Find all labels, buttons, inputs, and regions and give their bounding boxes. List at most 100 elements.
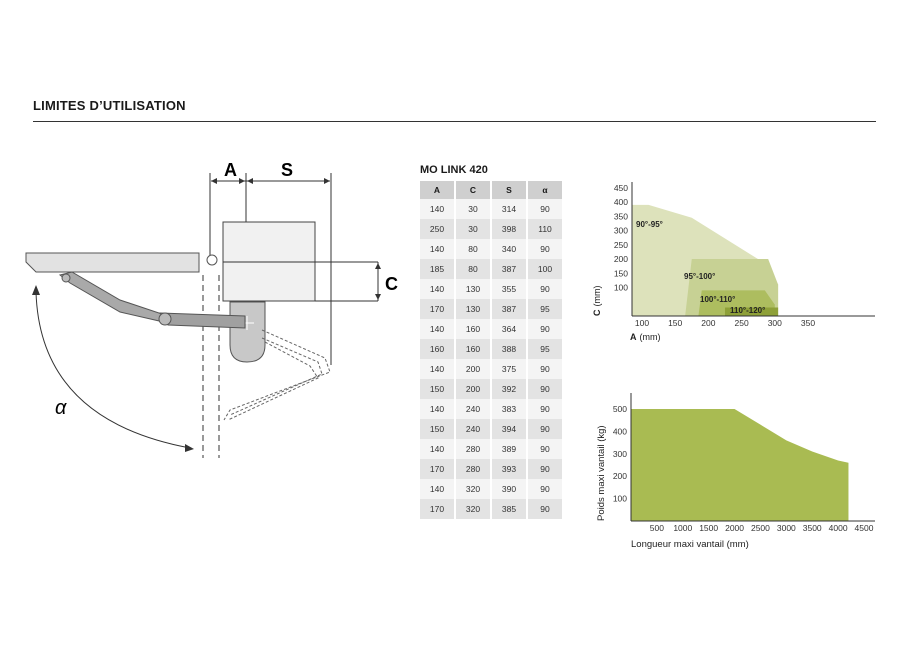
column-header-s: S <box>492 181 526 199</box>
table-header-row: A C S α <box>420 181 562 199</box>
x-tick-label: 4000 <box>829 523 848 533</box>
alpha-label: α <box>55 397 67 419</box>
installation-diagram: A S C α <box>25 160 398 458</box>
table-cell-a: 170 <box>420 459 454 479</box>
x-tick-label: 2000 <box>725 523 744 533</box>
x-tick-label: 4500 <box>855 523 874 533</box>
table-cell-c: 130 <box>456 299 490 319</box>
table-cell-s: 393 <box>492 459 526 479</box>
table-cell-a: 185 <box>420 259 454 279</box>
table-cell-s: 355 <box>492 279 526 299</box>
y-tick-label: 400 <box>613 426 627 436</box>
table-cell-alpha: 95 <box>528 299 562 319</box>
table-cell-s: 375 <box>492 359 526 379</box>
x-tick-label: 500 <box>650 523 664 533</box>
x-tick-label: 1000 <box>673 523 692 533</box>
table-cell-c: 30 <box>456 219 490 239</box>
table-cell-a: 150 <box>420 419 454 439</box>
table-cell-a: 140 <box>420 439 454 459</box>
zone-label-0: 90°-95° <box>636 220 663 229</box>
table-cell-a: 150 <box>420 379 454 399</box>
table-cell-s: 392 <box>492 379 526 399</box>
y-tick-label: 350 <box>614 211 628 221</box>
table-cell-alpha: 90 <box>528 319 562 339</box>
table-cell-a: 140 <box>420 279 454 299</box>
y-tick-label: 100 <box>614 283 628 293</box>
table-cell-a: 140 <box>420 479 454 499</box>
table-cell-a: 140 <box>420 399 454 419</box>
table-cell-a: 140 <box>420 199 454 219</box>
x-tick-label: 300 <box>768 318 782 328</box>
x-axis-label: Longueur maxi vantail (mm) <box>631 539 749 550</box>
x-axis-label: A(mm) <box>630 332 661 342</box>
table-cell-s: 387 <box>492 259 526 279</box>
table-cell-a: 170 <box>420 299 454 319</box>
table-cell-c: 200 <box>456 359 490 379</box>
table-cell-alpha: 90 <box>528 279 562 299</box>
table-cell-alpha: 95 <box>528 339 562 359</box>
table-cell-s: 314 <box>492 199 526 219</box>
table-cell-alpha: 100 <box>528 259 562 279</box>
table-cell-c: 280 <box>456 459 490 479</box>
zone-label-2: 100°-110° <box>700 295 735 304</box>
y-axis-label: C(mm) <box>592 286 602 317</box>
table-cell-c: 130 <box>456 279 490 299</box>
weight-area <box>631 409 849 521</box>
table-cell-c: 30 <box>456 199 490 219</box>
table-cell-s: 388 <box>492 339 526 359</box>
table-cell-s: 383 <box>492 399 526 419</box>
table-cell-s: 389 <box>492 439 526 459</box>
x-tick-label: 3500 <box>803 523 822 533</box>
table-cell-alpha: 90 <box>528 479 562 499</box>
table-cell-s: 387 <box>492 299 526 319</box>
x-tick-label: 250 <box>734 318 748 328</box>
table-cell-c: 280 <box>456 439 490 459</box>
table-cell-alpha: 90 <box>528 199 562 219</box>
y-tick-label: 400 <box>614 197 628 207</box>
table-cell-alpha: 90 <box>528 419 562 439</box>
table-cell-c: 80 <box>456 239 490 259</box>
table-cell-alpha: 90 <box>528 399 562 419</box>
table-cell-a: 140 <box>420 239 454 259</box>
y-tick-label: 200 <box>614 254 628 264</box>
table-cell-alpha: 90 <box>528 439 562 459</box>
y-tick-label: 250 <box>614 240 628 250</box>
table-cell-a: 140 <box>420 319 454 339</box>
table-cell-alpha: 90 <box>528 359 562 379</box>
dimension-s-label: S <box>281 160 293 180</box>
table-cell-c: 240 <box>456 399 490 419</box>
table-cell-c: 320 <box>456 479 490 499</box>
table-cell-alpha: 90 <box>528 499 562 519</box>
y-tick-label: 450 <box>614 183 628 193</box>
table-cell-alpha: 90 <box>528 459 562 479</box>
table-cell-s: 340 <box>492 239 526 259</box>
table-cell-s: 394 <box>492 419 526 439</box>
y-tick-label: 500 <box>613 404 627 414</box>
table-cell-s: 390 <box>492 479 526 499</box>
x-tick-label: 100 <box>635 318 649 328</box>
dimension-c-label: C <box>385 274 398 294</box>
x-tick-label: 2500 <box>751 523 770 533</box>
table-cell-c: 200 <box>456 379 490 399</box>
y-tick-label: 300 <box>614 226 628 236</box>
table-cell-c: 160 <box>456 339 490 359</box>
y-tick-label: 100 <box>613 494 627 504</box>
zone-area-3 <box>724 307 779 316</box>
x-axis-label-unit: (mm) <box>640 332 661 342</box>
table-cell-c: 160 <box>456 319 490 339</box>
